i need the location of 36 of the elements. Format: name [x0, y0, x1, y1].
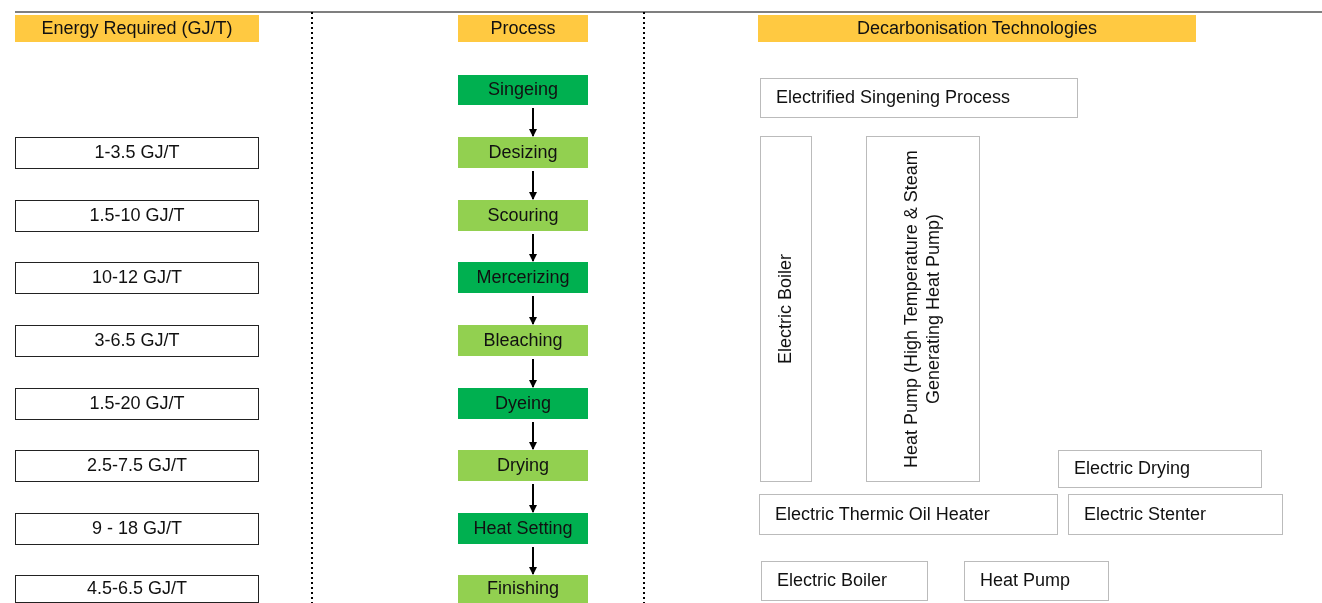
energy-value-box: 1.5-10 GJ/T	[15, 200, 259, 232]
arrow	[529, 295, 537, 325]
process-box: Finishing	[458, 575, 588, 603]
arrow	[529, 483, 537, 513]
technology-box: Electric Thermic Oil Heater	[759, 494, 1058, 535]
process-box: Mercerizing	[458, 262, 588, 293]
process-box: Drying	[458, 450, 588, 481]
process-box: Dyeing	[458, 388, 588, 419]
energy-value-box: 2.5-7.5 GJ/T	[15, 450, 259, 482]
process-box: Singeing	[458, 75, 588, 105]
technology-box: Electric Boiler	[761, 561, 928, 601]
technology-box: Electrified Singening Process	[760, 78, 1078, 118]
arrow	[529, 546, 537, 575]
column-header: Energy Required (GJ/T)	[15, 15, 259, 42]
energy-value-box: 1-3.5 GJ/T	[15, 137, 259, 169]
energy-value-box: 4.5-6.5 GJ/T	[15, 575, 259, 603]
arrow	[529, 107, 537, 137]
arrow	[529, 421, 537, 450]
technology-box: Electric Stenter	[1068, 494, 1283, 535]
technology-box: Electric Drying	[1058, 450, 1262, 488]
energy-value-box: 9 - 18 GJ/T	[15, 513, 259, 545]
technology-box: Heat Pump	[964, 561, 1109, 601]
process-box: Bleaching	[458, 325, 588, 356]
process-box: Desizing	[458, 137, 588, 168]
column-header: Process	[458, 15, 588, 42]
energy-value-box: 10-12 GJ/T	[15, 262, 259, 294]
arrow	[529, 358, 537, 388]
process-box: Scouring	[458, 200, 588, 231]
process-box: Heat Setting	[458, 513, 588, 544]
technology-box: Electric Boiler	[760, 136, 812, 482]
arrow	[529, 233, 537, 262]
energy-value-box: 1.5-20 GJ/T	[15, 388, 259, 420]
energy-value-box: 3-6.5 GJ/T	[15, 325, 259, 357]
arrow	[529, 170, 537, 200]
technology-box: Heat Pump (High Temperature & Steam Generating Heat Pump)	[866, 136, 980, 482]
column-header: Decarbonisation Technologies	[758, 15, 1196, 42]
